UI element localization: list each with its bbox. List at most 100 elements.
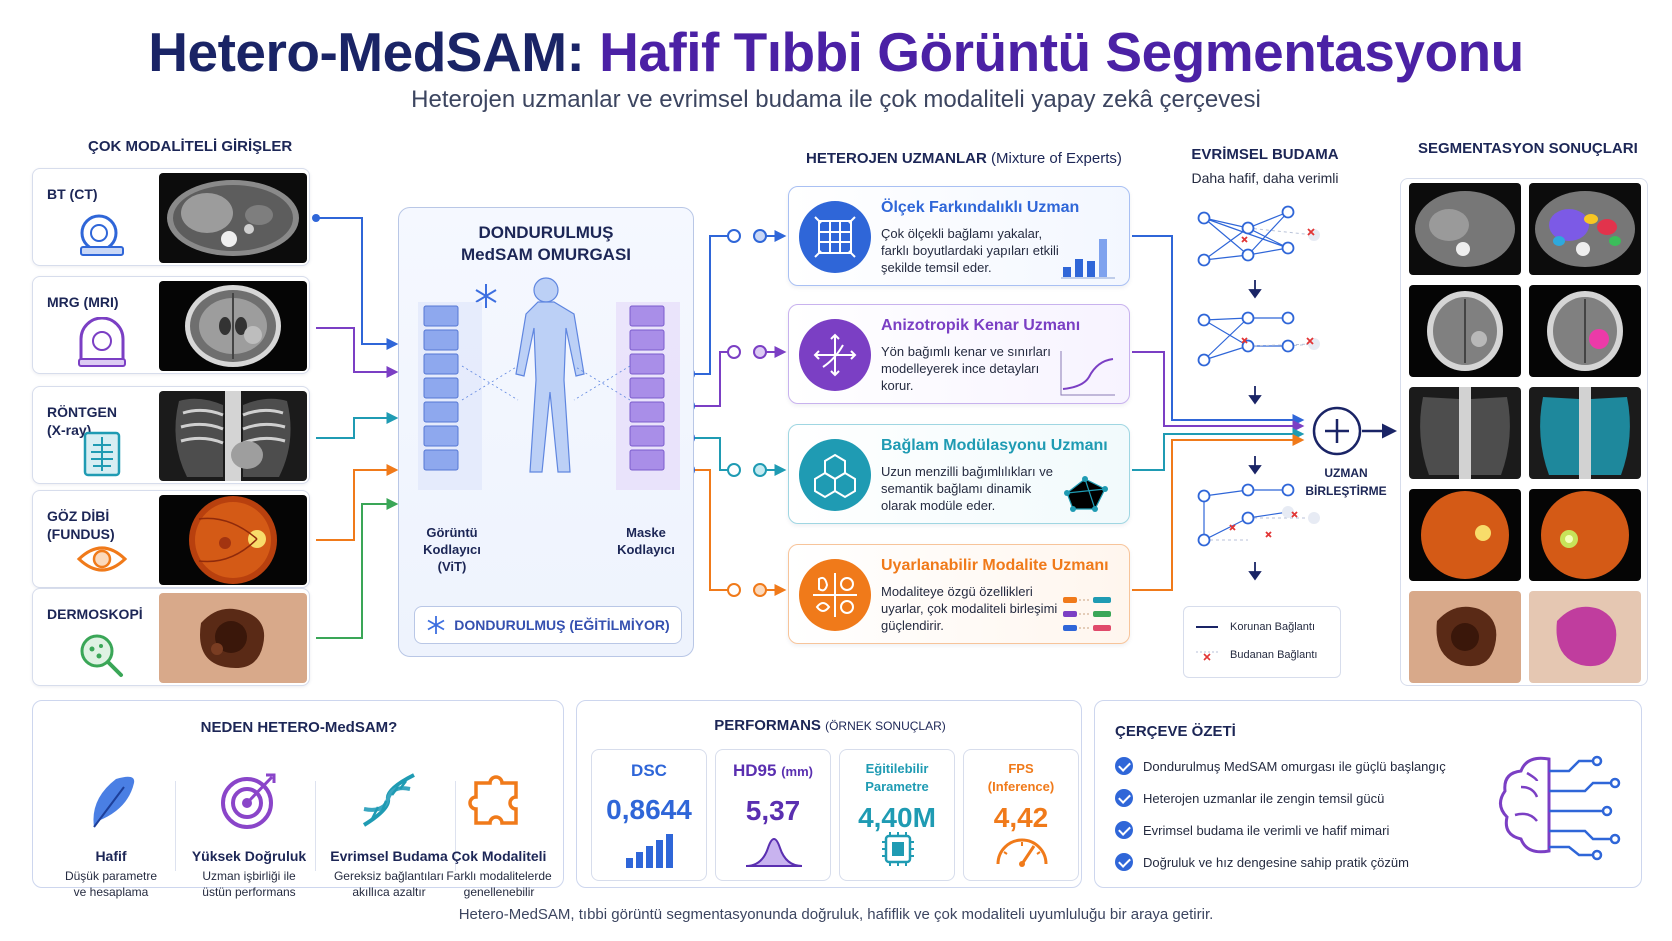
expert-title: Uyarlanabilir Modalite Uzmanı	[881, 557, 1109, 574]
metric-card-params: Eğitilebilir Parametre 4,40M	[839, 749, 955, 881]
legend-pruned-label: Budanan Bağlantı	[1230, 649, 1318, 661]
magnifier-skin-icon	[80, 634, 123, 677]
check-icon	[1115, 789, 1133, 807]
expert-card-context[interactable]: Bağlam Modülasyonu Uzmanı Uzun menzilli …	[788, 424, 1130, 524]
summary-item-text: Heterojen uzmanlar ile zengin temsil güc…	[1143, 790, 1385, 806]
summary-item: Heterojen uzmanlar ile zengin temsil güc…	[1115, 789, 1384, 807]
expert-description: Yön bağımlı kenar ve sınırları modelleye…	[881, 344, 1051, 393]
modality-tokens-icon	[1063, 597, 1111, 631]
modality-organs-icon	[799, 559, 871, 631]
fusion-label: UZMAN BİRLEŞTİRME	[1305, 466, 1387, 498]
metric-value: 4,42	[993, 802, 1049, 833]
check-icon	[1115, 821, 1133, 839]
metric-card-fps: FPS (Inference) 4,42	[963, 749, 1079, 881]
summary-item: Dondurulmuş MedSAM omurgası ile güçlü ba…	[1115, 757, 1446, 775]
summary-heading: ÇERÇEVE ÖZETİ	[1115, 723, 1236, 740]
snowflake-icon	[475, 284, 497, 308]
title-part-2: Hafif Tıbbi Görüntü Segmentasyonu	[599, 21, 1524, 83]
summary-item-text: Doğruluk ve hız dengesine sahip pratik ç…	[1143, 854, 1409, 870]
expert-card-scale[interactable]: Ölçek Farkındalıklı Uzman Çok ölçekli ba…	[788, 186, 1130, 286]
why-heading: NEDEN HETERO-MedSAM?	[200, 719, 398, 736]
ct-image	[159, 173, 307, 263]
result-skin-mask	[1529, 591, 1641, 683]
summary-item: Evrimsel budama ile verimli ve hafif mim…	[1115, 821, 1389, 839]
expert-card-edge[interactable]: Anizotropik Kenar Uzmanı Yön bağımlı ken…	[788, 304, 1130, 404]
why-title: Çok Modaliteli	[451, 848, 547, 864]
input-label: RÖNTGEN (X-ray)	[47, 404, 117, 438]
result-skin-input	[1409, 591, 1521, 683]
expert-description: Uzun menzilli bağımlılıkları ve semantik…	[881, 464, 1053, 513]
edge-arrows-icon	[799, 319, 871, 391]
why-title: Yüksek Doğruluk	[191, 848, 307, 864]
grid-scale-icon	[799, 201, 871, 273]
cubes-icon	[799, 439, 871, 511]
why-item-multimodal: Çok Modaliteli Farklı modalitelerde gene…	[433, 769, 565, 900]
dna-icon	[362, 773, 415, 827]
input-label: GÖZ DİBİ (FUNDUS)	[47, 508, 115, 542]
input-card-dermoscopy[interactable]: DERMOSKOPİ	[32, 588, 310, 686]
legend-kept: Korunan Bağlantı	[1196, 621, 1315, 633]
bell-curve-icon	[745, 838, 803, 867]
input-card-xray[interactable]: RÖNTGEN (X-ray)	[32, 386, 310, 484]
eye-icon	[76, 546, 128, 572]
dermoscopy-image	[159, 593, 307, 683]
performance-heading-note: (ÖRNEK SONUÇLAR)	[825, 719, 946, 733]
edge-curve-icon	[1060, 351, 1115, 396]
mri-image	[159, 281, 307, 371]
metric-name: Eğitilebilir Parametre	[865, 761, 929, 794]
performance-heading: PERFORMANS (ÖRNEK SONUÇLAR)	[577, 717, 1083, 734]
result-ct-mask	[1529, 183, 1641, 275]
metric-unit: (mm)	[781, 764, 813, 779]
why-item-accuracy: Yüksek Doğruluk Uzman işbirliği ile üstü…	[183, 769, 315, 900]
metric-name: HD95 (mm)	[716, 762, 830, 781]
check-icon	[1115, 853, 1133, 871]
ct-scanner-icon	[80, 214, 124, 256]
why-item-pruning: Evrimsel Budama Gereksiz bağlantıları ak…	[323, 769, 455, 900]
result-fundus-mask	[1529, 489, 1641, 581]
result-mri-mask	[1529, 285, 1641, 377]
summary-item-text: Evrimsel budama ile verimli ve hafif mim…	[1143, 822, 1390, 838]
mask-decoder-label: Maske Kodlayıcı	[617, 525, 675, 557]
why-description: Farklı modalitelerde genellenebilir	[446, 869, 552, 899]
brain-circuit-icon	[1499, 755, 1621, 861]
image-encoder-label: Görüntü Kodlayıcı (ViT)	[423, 525, 481, 574]
expert-description: Çok ölçekli bağlamı yakalar, farklı boyu…	[881, 226, 1059, 275]
why-panel: NEDEN HETERO-MedSAM? Hafif Düşük paramet…	[32, 700, 564, 899]
target-icon	[221, 773, 276, 829]
fundus-image	[159, 495, 307, 585]
metric-name-text: HD95	[733, 761, 777, 780]
pruning-subtitle: Daha hafif, daha verimli	[1191, 170, 1339, 186]
why-title: Evrimsel Budama	[330, 848, 448, 864]
input-card-ct[interactable]: BT (CT)	[32, 168, 310, 266]
metric-value: 4,40M	[858, 802, 936, 833]
check-icon	[1115, 757, 1133, 775]
bar-chart-icon	[1061, 239, 1115, 279]
puzzle-icon	[468, 775, 518, 825]
metric-card-dsc: DSC 0,8644	[591, 749, 707, 881]
input-label: DERMOSKOPİ	[47, 606, 143, 622]
expert-card-modality[interactable]: Uyarlanabilir Modalite Uzmanı Modaliteye…	[788, 544, 1130, 644]
input-card-fundus[interactable]: GÖZ DİBİ (FUNDUS)	[32, 490, 310, 588]
backbone-title: DONDURULMUŞ MedSAM OMURGASI	[461, 223, 631, 264]
result-mri-input	[1409, 285, 1521, 377]
result-fundus-input	[1409, 489, 1521, 581]
performance-panel: PERFORMANS (ÖRNEK SONUÇLAR) DSC 0,8644 H…	[576, 700, 1082, 888]
result-xray-mask	[1529, 387, 1641, 479]
graph-network-icon	[1064, 476, 1108, 512]
bar-chart-icon	[626, 834, 673, 868]
input-card-mri[interactable]: MRG (MRI)	[32, 276, 310, 374]
pruning-legend: Korunan Bağlantı Budanan Bağlantı	[1183, 606, 1341, 678]
kept-line-icon	[1196, 626, 1218, 628]
expert-description: Modaliteye özgü özellikleri uyarlar, çok…	[881, 584, 1058, 633]
human-figure-icon	[515, 277, 585, 473]
metric-value: 5,37	[745, 795, 801, 826]
title-part-1: Hetero-MedSAM:	[148, 21, 585, 83]
xray-image	[159, 391, 307, 481]
performance-heading-text: PERFORMANS	[714, 717, 821, 734]
mri-scanner-icon	[78, 317, 126, 367]
input-label: MRG (MRI)	[47, 294, 119, 310]
metric-name-text: DSC	[631, 761, 667, 780]
backbone-illustration	[418, 277, 680, 490]
legend-kept-label: Korunan Bağlantı	[1230, 621, 1316, 633]
